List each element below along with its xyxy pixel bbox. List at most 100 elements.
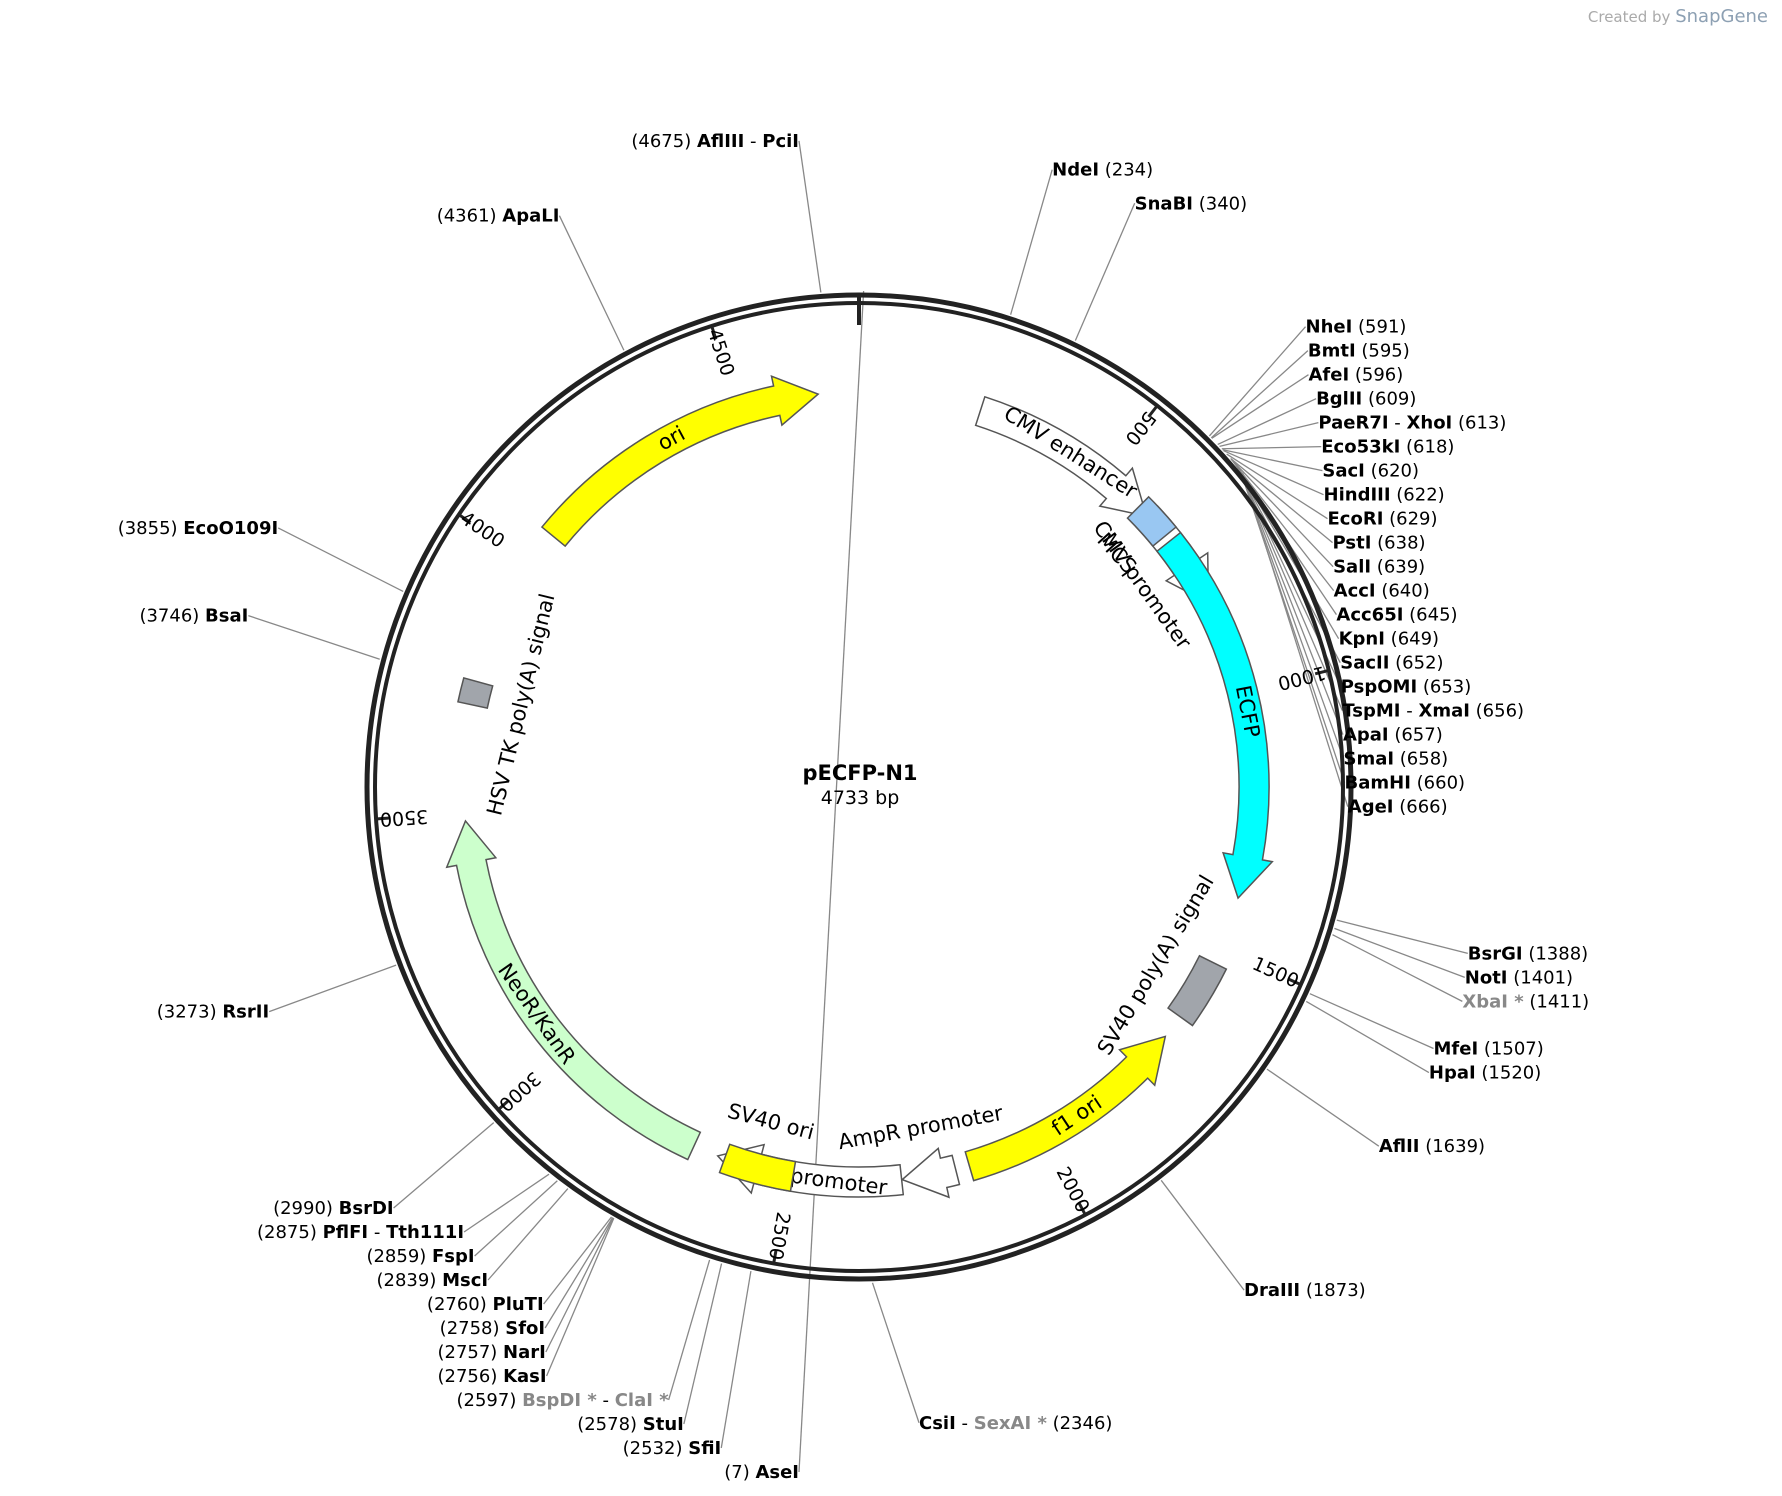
site-leader-line [1309,993,1434,1050]
site-leader-line [474,1180,558,1257]
site-enzyme-name: StuI [643,1414,684,1435]
site-position: (4361) [437,206,503,227]
site-label-sacii[interactable]: SacII (652) [1340,653,1443,674]
site-position: (622) [1391,485,1445,506]
site-label-kasi[interactable]: (2756) KasI [437,1366,546,1387]
site-position: (649) [1385,629,1439,650]
ori-feature[interactable]: ori [540,375,820,548]
site-label-ndei[interactable]: NdeI (234) [1052,160,1153,181]
site-label-kpni[interactable]: KpnI (649) [1339,629,1439,650]
site-position: (340) [1193,193,1247,214]
site-leader-line [1241,472,1349,807]
site-label-hpai[interactable]: HpaI (1520) [1429,1063,1541,1084]
site-enzyme-name: SnaBI [1135,193,1193,214]
site-label-pflfi[interactable]: (2875) PflFI - Tth111I [257,1222,464,1243]
site-label-bsai[interactable]: (3746) BsaI [139,606,248,627]
site-label-eco53ki[interactable]: Eco53kI (618) [1321,437,1454,458]
site-label-tspmi[interactable]: TspMI - XmaI (656) [1342,701,1524,722]
site-label-sfii[interactable]: (2532) SfiI [623,1438,722,1459]
site-label-bmti[interactable]: BmtI (595) [1308,341,1410,362]
site-label-bsrgi[interactable]: BsrGI (1388) [1468,943,1588,964]
site-label-bspdi[interactable]: (2597) BspDI * - ClaI * [457,1390,670,1411]
site-label-bglii[interactable]: BglII (609) [1316,389,1416,410]
site-label-csii[interactable]: CsiI - SexAI * (2346) [919,1413,1112,1434]
site-label-acci[interactable]: AccI (640) [1334,581,1430,602]
site-label-afliii[interactable]: (4675) AflIII - PciI [631,131,799,152]
site-label-smai[interactable]: SmaI (658) [1343,749,1448,770]
site-enzyme-name: NarI [503,1342,546,1363]
site-leader-line [1230,459,1335,592]
site-label-text: NotI (1401) [1465,967,1573,988]
site-label-mfei[interactable]: MfeI (1507) [1434,1039,1544,1060]
site-leader-line [487,1188,569,1281]
site-label-text: (2578) StuI [577,1414,684,1435]
site-label-aflii[interactable]: AflII (1639) [1379,1136,1485,1157]
neor-label: NeoR/KanR [493,959,580,1069]
site-label-text: SacII (652) [1340,653,1443,674]
site-label-snabi[interactable]: SnaBI (340) [1135,193,1247,214]
site-leader-line [545,1217,615,1377]
site-leader-line [1332,934,1463,1002]
site-position: (2758) [440,1318,506,1339]
site-label-noti[interactable]: NotI (1401) [1465,967,1573,988]
tick-label: 4000 [456,507,508,552]
site-label-hindiii[interactable]: HindIII (622) [1324,485,1445,506]
site-leader-line [1208,326,1307,437]
site-label-msci[interactable]: (2839) MscI [376,1270,488,1291]
site-enzyme-name: SalI [1333,557,1371,578]
watermark-brand: SnapGene [1675,6,1768,27]
site-leader-line [798,140,822,293]
site-label-text: (2760) PluTI [427,1294,544,1315]
site-label-ecori[interactable]: EcoRI (629) [1328,509,1438,530]
site-position: (645) [1403,605,1457,626]
site-label-xbai[interactable]: XbaI * (1411) [1462,991,1589,1012]
site-label-apai[interactable]: ApaI (657) [1343,725,1443,746]
site-label-acc65i[interactable]: Acc65I (645) [1336,605,1457,626]
site-enzyme-name: PciI [762,131,799,152]
site-enzyme-name: KpnI [1339,629,1385,650]
site-label-nari[interactable]: (2757) NarI [437,1342,545,1363]
site-label-paer7i[interactable]: PaeR7I - XhoI (613) [1318,413,1506,434]
tick-label: 2500 [764,1210,794,1261]
site-position: (4675) [631,131,697,152]
site-label-pspomi[interactable]: PspOMI (653) [1341,677,1472,698]
site-label-bamhi[interactable]: BamHI (660) [1345,773,1466,794]
site-label-saci[interactable]: SacI (620) [1322,461,1419,482]
cmv-enhancer-feature[interactable]: CMV enhancer [974,395,1148,518]
site-leader-line [683,1263,723,1425]
cmv-enhancer-label: CMV enhancer [1000,401,1142,503]
site-label-sfoi[interactable]: (2758) SfoI [440,1318,545,1339]
site-label-ecoo109i[interactable]: (3855) EcoO109I [118,518,278,539]
site-enzyme-name: RsrII [222,1002,269,1023]
site-label-asei[interactable]: (7) AseI [724,1462,799,1483]
hsv-polya-feature[interactable]: HSV TK poly(A) signal [457,591,560,818]
site-position: (1520) [1476,1063,1542,1084]
site-label-text: (2875) PflFI - Tth111I [257,1222,464,1243]
site-label-afei[interactable]: AfeI (596) [1308,365,1403,386]
site-label-agei[interactable]: AgeI (666) [1348,797,1448,818]
sv40-polya-feature[interactable]: SV40 poly(A) signal [1093,871,1228,1059]
site-leader-line [545,1217,614,1353]
site-label-pluti[interactable]: (2760) PluTI [427,1294,544,1315]
site-label-fspi[interactable]: (2859) FspI [366,1246,474,1267]
site-label-text: (2859) FspI [366,1246,474,1267]
site-label-text: (2757) NarI [437,1342,545,1363]
site-label-apali[interactable]: (4361) ApaLI [437,206,560,227]
site-enzyme-name: KasI [503,1366,547,1387]
site-label-nhei[interactable]: NheI (591) [1306,317,1407,338]
site-enzyme-name: PstI [1333,533,1372,554]
site-label-bsrdi[interactable]: (2990) BsrDI [273,1198,394,1219]
site-label-text: PspOMI (653) [1341,677,1472,698]
site-label-psti[interactable]: PstI (638) [1333,533,1426,554]
site-label-draiii[interactable]: DraIII (1873) [1244,1280,1366,1301]
site-label-rsrii[interactable]: (3273) RsrII [157,1002,269,1023]
site-label-sali[interactable]: SalI (639) [1333,557,1425,578]
site-enzyme-name: PflFI [323,1222,369,1243]
site-enzyme-name: NheI [1306,317,1353,338]
site-leader-lines [248,140,1468,1473]
ecfp-feature[interactable]: ECFP [1155,531,1274,900]
site-leader-line [798,290,865,1473]
site-label-stui[interactable]: (2578) StuI [577,1414,684,1435]
sv40-ori-shape [718,1143,797,1193]
